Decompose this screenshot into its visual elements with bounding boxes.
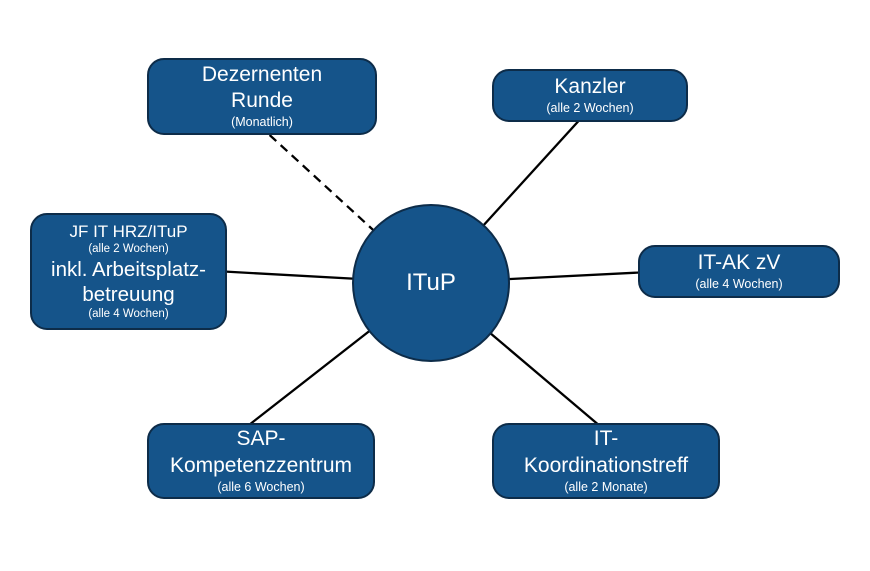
node-title: IT- Koordinationstreff <box>523 427 689 477</box>
node-title: IT-AK zV <box>697 250 781 274</box>
node-subtitle: (alle 2 Wochen) <box>546 101 634 116</box>
node-subtitle: (alle 2 Monate) <box>564 479 648 494</box>
node-kanzler: Kanzler (alle 2 Wochen) <box>492 69 688 122</box>
center-label: ITuP <box>406 269 456 296</box>
node-subtitle: (alle 4 Wochen) <box>695 277 783 292</box>
node-title: Kanzler <box>554 74 626 98</box>
node-jf-it-hrz-itup: JF IT HRZ/ITuP (alle 2 Wochen) inkl. Arb… <box>30 213 227 330</box>
node-it-koordinationstreff: IT- Koordinationstreff (alle 2 Monate) <box>492 423 720 499</box>
node-it-ak-zv: IT-AK zV (alle 4 Wochen) <box>638 245 840 298</box>
node-subtitle: (Monatlich) <box>231 115 293 130</box>
node-title: Dezernenten Runde <box>201 62 323 113</box>
node-sap-kompetenzzentrum: SAP- Kompetenzzentrum (alle 6 Wochen) <box>147 423 375 499</box>
node-subtitle: (alle 6 Wochen) <box>217 479 305 494</box>
node-subtitle: (alle 2 Wochen) <box>88 243 169 256</box>
node-itup-center: ITuP <box>352 204 510 362</box>
node-dezernenten-runde: Dezernenten Runde (Monatlich) <box>147 58 377 135</box>
node-title: JF IT HRZ/ITuP <box>69 221 188 241</box>
node-subtitle-secondary: (alle 4 Wochen) <box>88 308 169 321</box>
node-title-secondary: inkl. Arbeitsplatz- betreuung <box>51 258 206 307</box>
node-title: SAP- Kompetenzzentrum <box>169 427 353 477</box>
